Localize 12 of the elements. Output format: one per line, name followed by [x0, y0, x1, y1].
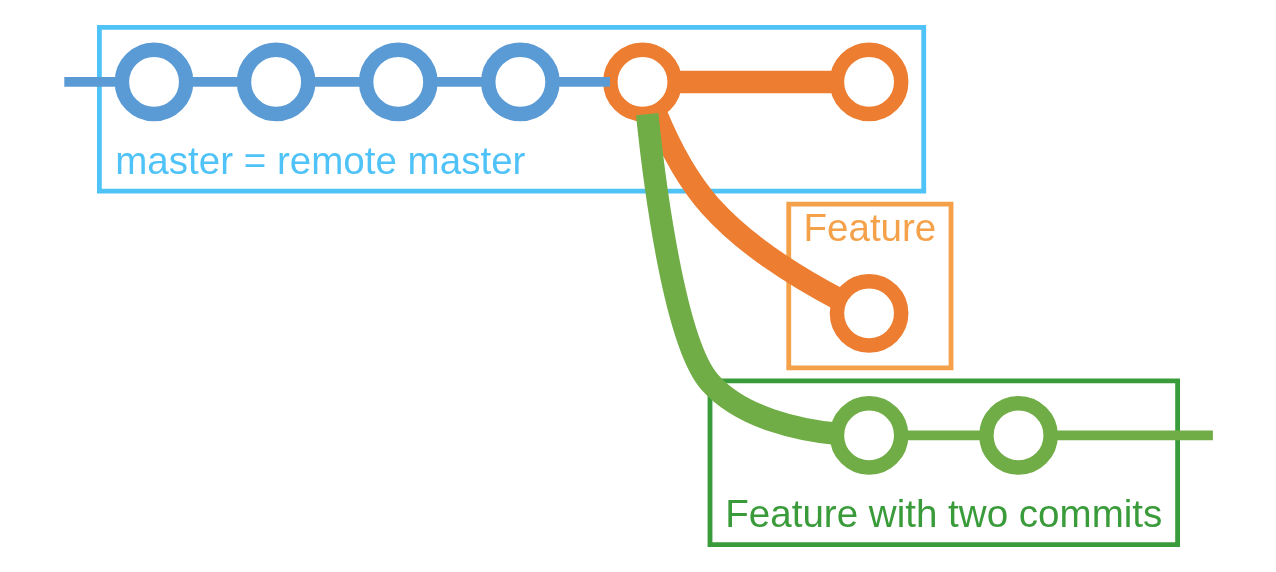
cluster: master = remote master: [96, 24, 926, 194]
node-circle: [602, 42, 682, 122]
node-circle: [829, 273, 908, 353]
node-circle: [829, 396, 908, 475]
node-circle: [978, 396, 1058, 475]
node-circle: [114, 42, 193, 122]
cluster: Feature with two commits: [707, 378, 1180, 548]
node-circle: [236, 42, 315, 122]
node-circle: [829, 42, 908, 122]
node-circle: [480, 42, 560, 122]
cluster: Feature: [785, 201, 953, 371]
node-circle: [358, 42, 438, 122]
